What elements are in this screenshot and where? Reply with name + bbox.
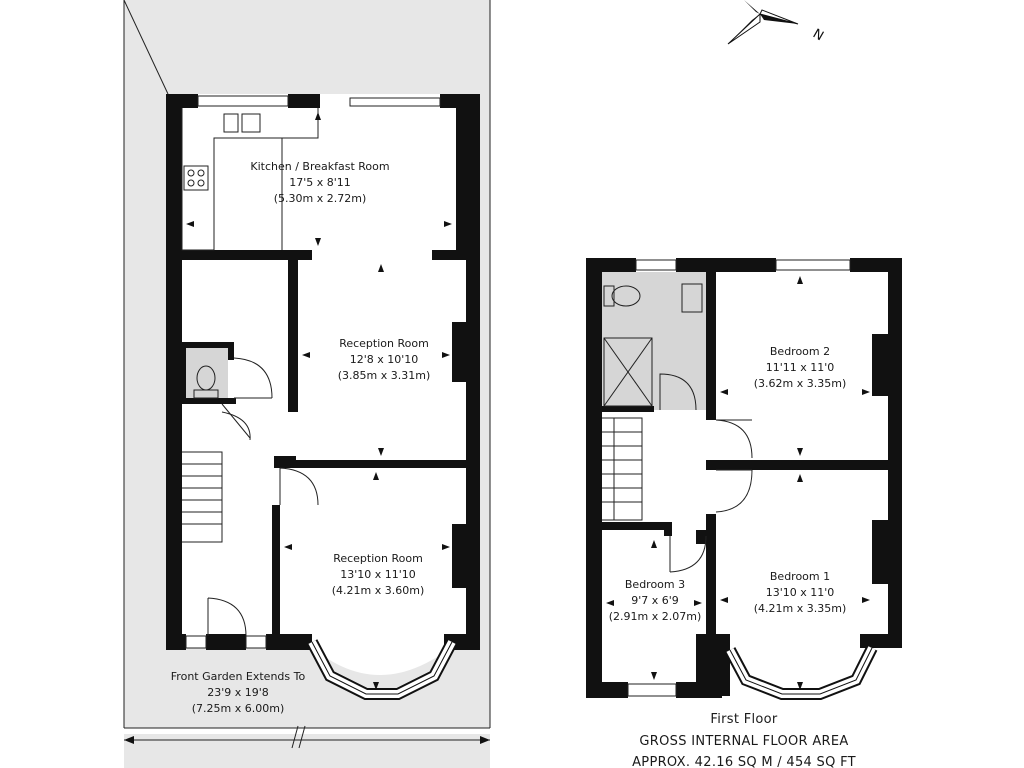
front-garden-label: Front Garden Extends To 23'9 x 19'8 (7.2… xyxy=(171,670,306,715)
reception-front-label: Reception Room 13'10 x 11'10 (4.21m x 3.… xyxy=(332,552,425,597)
ground-dimension-arrows xyxy=(186,112,452,690)
bedroom1-label: Bedroom 1 13'10 x 11'0 (4.21m x 3.35m) xyxy=(754,570,847,615)
first-floor-walls xyxy=(586,258,902,698)
first-floor-windows xyxy=(627,259,851,697)
kitchen-fittings xyxy=(181,108,319,251)
bedroom3-label: Bedroom 3 9'7 x 6'9 (2.91m x 2.07m) xyxy=(609,578,702,623)
bedroom1-imperial: 13'10 x 11'0 xyxy=(766,586,835,599)
bedroom1-metric: (4.21m x 3.35m) xyxy=(754,602,847,615)
compass-north-label: N xyxy=(810,26,826,44)
first-doors xyxy=(669,419,753,573)
first-floor-interior xyxy=(588,258,902,698)
floor-label: First Floor xyxy=(710,712,777,727)
ground-doors xyxy=(207,467,319,637)
kitchen-name: Kitchen / Breakfast Room xyxy=(250,160,389,173)
floor-area-caption: First Floor GROSS INTERNAL FLOOR AREA AP… xyxy=(632,712,856,768)
compass-rose-icon: N xyxy=(727,0,826,45)
ground-wc xyxy=(186,348,273,399)
bedroom3-name: Bedroom 3 xyxy=(625,578,685,591)
ground-floor-windows xyxy=(185,95,441,649)
kitchen-label: Kitchen / Breakfast Room 17'5 x 8'11 (5.… xyxy=(250,160,389,205)
reception-rear-metric: (3.85m x 3.31m) xyxy=(338,369,431,382)
first-bay-window xyxy=(724,645,878,700)
area-title: GROSS INTERNAL FLOOR AREA xyxy=(639,734,848,749)
ground-floor-walls xyxy=(166,94,480,650)
bedroom2-imperial: 11'11 x 11'0 xyxy=(766,361,835,374)
bedroom2-name: Bedroom 2 xyxy=(770,345,830,358)
reception-rear-name: Reception Room xyxy=(339,337,429,350)
bedroom1-name: Bedroom 1 xyxy=(770,570,830,583)
bedroom2-label: Bedroom 2 11'11 x 11'0 (3.62m x 3.35m) xyxy=(754,345,847,390)
first-stairs xyxy=(602,417,643,521)
bedroom3-imperial: 9'7 x 6'9 xyxy=(631,594,679,607)
area-value: APPROX. 42.16 SQ M / 454 SQ FT xyxy=(632,755,856,768)
bedroom3-metric: (2.91m x 2.07m) xyxy=(609,610,702,623)
garden-measure-strip xyxy=(124,725,490,768)
reception-front-imperial: 13'10 x 11'10 xyxy=(340,568,416,581)
first-dimension-arrows xyxy=(606,276,870,690)
front-garden-name: Front Garden Extends To xyxy=(171,670,306,683)
front-garden-metric: (7.25m x 6.00m) xyxy=(192,702,285,715)
ground-stairs xyxy=(182,403,251,543)
reception-front-name: Reception Room xyxy=(333,552,423,565)
bedroom2-metric: (3.62m x 3.35m) xyxy=(754,377,847,390)
kitchen-imperial: 17'5 x 8'11 xyxy=(289,176,351,189)
reception-front-metric: (4.21m x 3.60m) xyxy=(332,584,425,597)
bathroom xyxy=(603,283,703,411)
kitchen-metric: (5.30m x 2.72m) xyxy=(274,192,367,205)
reception-rear-imperial: 12'8 x 10'10 xyxy=(350,353,419,366)
reception-rear-label: Reception Room 12'8 x 10'10 (3.85m x 3.3… xyxy=(338,337,431,382)
front-garden-imperial: 23'9 x 19'8 xyxy=(207,686,269,699)
ground-bay-window xyxy=(306,639,458,700)
